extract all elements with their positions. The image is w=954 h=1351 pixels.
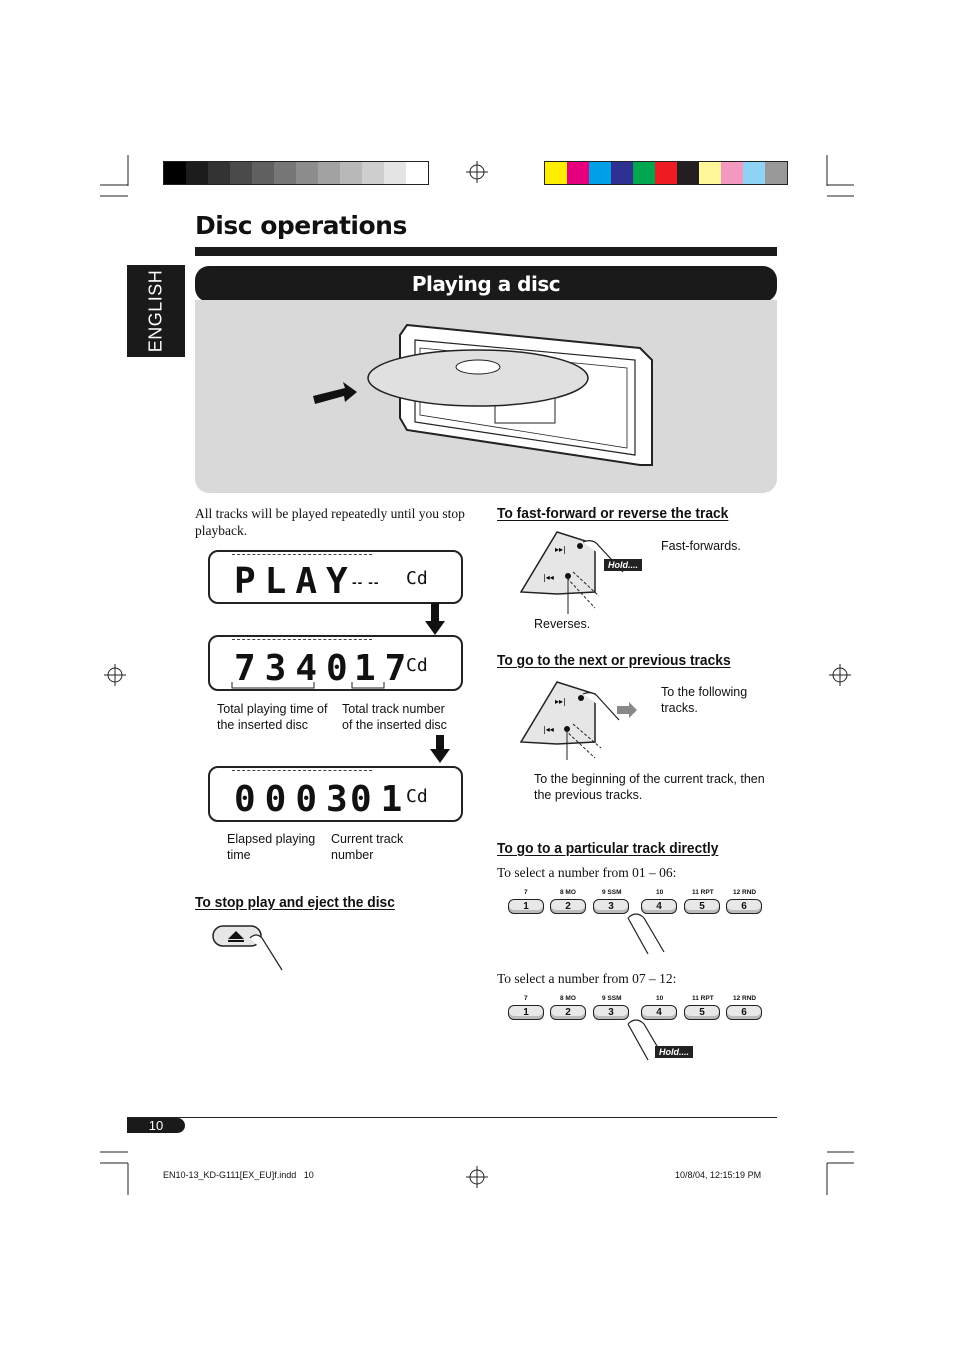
key-label: 8 MO [560,889,576,896]
number-key-6[interactable]: 6 [726,1005,762,1020]
next-heading: To go to the next or previous tracks [497,652,731,669]
number-key-5[interactable]: 5 [684,1005,720,1020]
eject-button-illustration [212,925,283,971]
next-beginning-label: To the beginning of the current track, t… [534,772,765,802]
number-key-4[interactable]: 4 [641,1005,677,1020]
next-button-illustration: ▸▸| |◂◂ [519,681,637,760]
next-following-label: To the following tracks. [661,685,748,715]
color-bar [544,161,788,185]
ff-forward-label: Fast-forwards. [661,539,741,553]
key-label: 10 [656,995,664,1002]
section-banner: Playing a disc [195,266,777,302]
finger-icon [627,913,665,955]
stop-heading: To stop play and eject the disc [195,894,395,911]
key-label: 11 RPT [692,995,714,1002]
svg-text:▸▸|: ▸▸| [555,545,566,554]
direct-heading: To go to a particular track directly [497,840,719,857]
ff-heading: To fast-forward or reverse the track [497,505,729,522]
lcd-playback: 0003 01 Cd [208,766,463,822]
number-key-2[interactable]: 2 [550,1005,586,1020]
hold-badge: Hold.... [604,559,642,571]
number-key-6[interactable]: 6 [726,899,762,914]
key-label: 11 RPT [692,889,714,896]
grayscale-bar [163,161,429,185]
lcd-dashes: -- -- [352,574,380,590]
svg-text:|◂◂: |◂◂ [543,573,554,582]
arrow-down-icon [430,735,450,763]
number-key-2[interactable]: 2 [550,899,586,914]
key-label: 9 SSM [602,995,622,1002]
svg-text:▸▸|: ▸▸| [555,697,566,706]
page-title: Disc operations [195,211,407,240]
ff-reverse-label: Reverses. [534,617,591,631]
lcd-cd: Cd [406,568,428,589]
caption-elapsed: Elapsed playing time [227,832,316,862]
key-label: 9 SSM [602,889,622,896]
lcd-total-time: 7340 [234,648,357,689]
caption-brackets [231,682,385,689]
footer-rule [127,1117,777,1118]
page-number: 10 [127,1118,185,1133]
lcd-cd: Cd [406,655,428,676]
number-key-1[interactable]: 1 [508,1005,544,1020]
key-label: 10 [656,889,664,896]
direct-range1: To select a number from 01 – 06: [497,865,677,880]
number-key-4[interactable]: 4 [641,899,677,914]
language-label: ENGLISH [145,269,166,353]
key-label: 7 [524,889,528,896]
lcd-current-track: 01 [350,779,412,820]
key-label: 12 RND [733,889,757,896]
number-keys-row2: 7 8 MO 9 SSM 10 11 RPT 12 RND 1 2 3 4 5 … [508,995,764,1025]
lcd-tick-line [232,639,372,640]
lcd-tick-line [232,554,372,555]
key-label: 7 [524,995,528,1002]
arrow-down-icon [425,603,445,635]
lcd-play-text: PLAY [234,561,357,602]
caption-total-tracks: Total track number of the inserted disc [342,702,447,732]
lcd-total-tracks: 17 [354,648,416,689]
ff-button-illustration: ▸▸| |◂◂ [519,531,624,614]
lcd-disc-info: 7340 17 Cd [208,635,463,691]
disc-insert-illustration [195,300,777,493]
number-key-3[interactable]: 3 [593,899,629,914]
finger-icon [627,1019,665,1061]
footer-file: EN10-13_KD-G111[EX_EU]f.indd 10 [163,1170,314,1180]
footer-date: 10/8/04, 12:15:19 PM [675,1170,762,1180]
intro-text: All tracks will be played repeatedly unt… [195,506,465,538]
key-label: 12 RND [733,995,757,1002]
disc-insert-icon [313,323,653,466]
lcd-elapsed: 0003 [234,779,357,820]
number-key-5[interactable]: 5 [684,899,720,914]
lcd-tick-line [232,770,372,771]
hold-badge: Hold.... [655,1046,693,1058]
number-key-3[interactable]: 3 [593,1005,629,1020]
number-key-1[interactable]: 1 [508,899,544,914]
direct-range2: To select a number from 07 – 12: [497,971,677,986]
lcd-cd: Cd [406,786,428,807]
title-rule [195,247,777,256]
number-keys-row1: 7 8 MO 9 SSM 10 11 RPT 12 RND 1 2 3 4 5 … [508,889,764,919]
lcd-play: PLAY -- -- Cd [208,550,463,604]
language-tab: ENGLISH [127,265,185,357]
caption-total-time: Total playing time of the inserted disc [217,702,328,732]
caption-current-track: Current track number [331,832,404,862]
svg-text:|◂◂: |◂◂ [543,725,554,734]
key-label: 8 MO [560,995,576,1002]
